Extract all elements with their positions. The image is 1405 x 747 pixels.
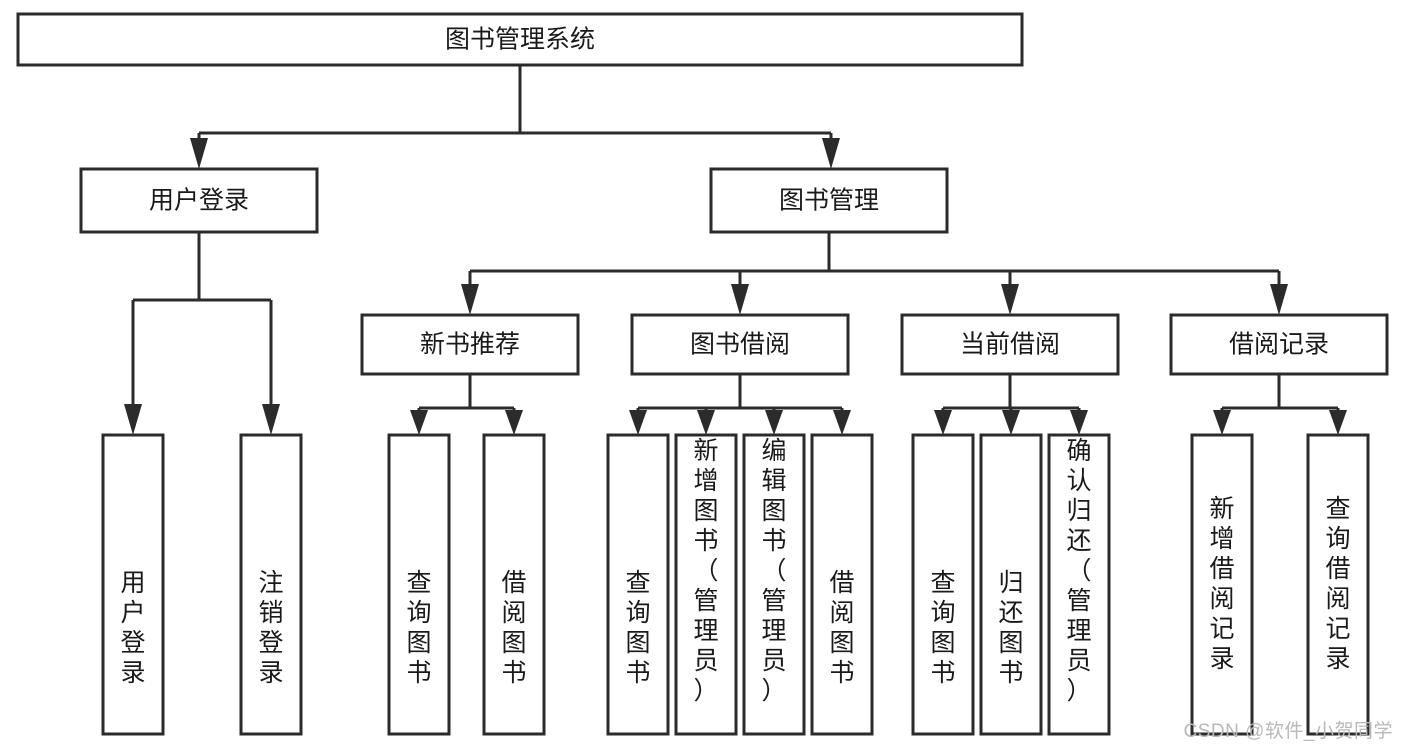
node-book-borrow[interactable]: 图书借阅	[630, 313, 850, 376]
leaf-node-borrow-book-rec[interactable]: 借阅图书	[482, 433, 546, 736]
arrow-head-icon-leaf-borrow-book-b	[833, 410, 851, 435]
leaf-node-borrow-book-borrow-label: 借阅图书	[829, 569, 854, 687]
connector-layer	[124, 65, 1347, 435]
node-user-login[interactable]: 用户登录	[79, 167, 319, 234]
arrow-head-icon-leaf-edit-book	[765, 410, 783, 435]
arrow-head-icon-to-book-borrow	[731, 284, 749, 315]
node-current-borrow[interactable]: 当前借阅	[900, 313, 1120, 376]
leaf-node-edit-book-admin[interactable]: 编辑图书（管理员）	[742, 433, 806, 736]
arrow-head-icon-to-user-login	[190, 138, 208, 169]
arrow-head-icon-to-borrow-record	[1270, 284, 1288, 315]
leaf-node-edit-book-admin-box[interactable]	[742, 433, 806, 736]
leaf-node-borrow-book-borrow-box[interactable]	[810, 433, 874, 736]
node-book-manage-label: 图书管理	[779, 187, 879, 215]
leaf-node-add-borrow-record-label: 新增借阅记录	[1209, 495, 1234, 673]
leaf-node-edit-book-admin-label: 编辑图书（管理员）	[761, 437, 786, 705]
arrow-head-icon-leaf-query-book-b	[629, 410, 647, 435]
leaf-node-borrow-book-borrow[interactable]: 借阅图书	[810, 433, 874, 736]
node-book-borrow-label: 图书借阅	[690, 331, 790, 359]
leaf-node-return-book-box[interactable]	[979, 433, 1043, 736]
arrow-head-icon-leaf-borrow-book-a	[505, 410, 523, 435]
arrow-head-icon-leaf-query-record	[1329, 410, 1347, 435]
arrow-head-icon-to-current-borrow	[1001, 284, 1019, 315]
leaf-node-add-borrow-record-box[interactable]	[1190, 433, 1254, 736]
leaf-node-user-login[interactable]: 用户登录	[101, 433, 165, 736]
leaf-node-user-login-label: 用户登录	[120, 569, 145, 687]
arrow-head-icon-leaf-user-login	[124, 404, 142, 435]
node-book-manage-box[interactable]	[709, 167, 949, 234]
node-current-borrow-box[interactable]	[900, 313, 1120, 376]
node-new-book-recommend[interactable]: 新书推荐	[360, 313, 580, 376]
arrow-head-icon-leaf-query-book-a	[410, 410, 428, 435]
leaf-node-query-book-rec-box[interactable]	[387, 433, 451, 736]
arrow-head-icon-to-new-book-rec	[461, 284, 479, 315]
arrow-head-icon-leaf-confirm-return	[1070, 410, 1088, 435]
node-current-borrow-label: 当前借阅	[960, 331, 1060, 359]
node-borrow-record-box[interactable]	[1169, 313, 1389, 376]
leaf-node-logout-label: 注销登录	[258, 569, 283, 687]
node-root-system[interactable]: 图书管理系统	[16, 12, 1024, 67]
node-new-book-recommend-box[interactable]	[360, 313, 580, 376]
leaf-node-user-login-box[interactable]	[101, 433, 165, 736]
leaf-node-query-book-borrow[interactable]: 查询图书	[606, 433, 670, 736]
leaf-node-query-borrow-record-box[interactable]	[1306, 433, 1370, 736]
arrow-head-icon-leaf-logout	[262, 404, 280, 435]
arrow-head-icon-leaf-add-book	[697, 410, 715, 435]
leaf-node-query-book-current-label: 查询图书	[930, 569, 955, 687]
leaf-node-query-book-rec-label: 查询图书	[406, 569, 431, 687]
arrow-head-icon-leaf-return-book	[1002, 410, 1020, 435]
leaf-node-add-book-admin[interactable]: 新增图书（管理员）	[674, 433, 738, 736]
node-book-manage[interactable]: 图书管理	[709, 167, 949, 234]
arrow-head-icon-leaf-add-record	[1213, 410, 1231, 435]
node-user-login-box[interactable]	[79, 167, 319, 234]
leaf-node-query-book-current[interactable]: 查询图书	[911, 433, 975, 736]
arrow-head-icon-leaf-query-book-c	[934, 410, 952, 435]
leaf-node-logout[interactable]: 注销登录	[239, 433, 303, 736]
leaf-node-borrow-book-rec-label: 借阅图书	[501, 569, 526, 687]
leaf-node-query-book-borrow-box[interactable]	[606, 433, 670, 736]
leaf-node-query-borrow-record[interactable]: 查询借阅记录	[1306, 433, 1370, 736]
node-borrow-record-label: 借阅记录	[1229, 331, 1329, 359]
leaf-node-return-book-label: 归还图书	[998, 569, 1023, 687]
arrow-head-icon-to-book-manage	[822, 138, 840, 169]
node-root-system-box[interactable]	[16, 12, 1024, 67]
leaf-node-logout-box[interactable]	[239, 433, 303, 736]
leaf-node-confirm-return-admin-label: 确认归还（管理员）	[1066, 437, 1091, 705]
csdn-watermark: CSDN @软件_小贺同学	[1183, 721, 1393, 742]
node-user-login-label: 用户登录	[149, 187, 249, 215]
leaf-node-confirm-return-admin[interactable]: 确认归还（管理员）	[1047, 433, 1111, 736]
leaf-node-query-book-current-box[interactable]	[911, 433, 975, 736]
leaf-node-return-book[interactable]: 归还图书	[979, 433, 1043, 736]
node-root-system-label: 图书管理系统	[445, 26, 595, 54]
leaf-node-query-book-rec[interactable]: 查询图书	[387, 433, 451, 736]
leaf-node-confirm-return-admin-box[interactable]	[1047, 433, 1111, 736]
leaf-node-add-borrow-record[interactable]: 新增借阅记录	[1190, 433, 1254, 736]
leaf-node-query-book-borrow-label: 查询图书	[625, 569, 650, 687]
node-book-borrow-box[interactable]	[630, 313, 850, 376]
leaf-node-borrow-book-rec-box[interactable]	[482, 433, 546, 736]
leaf-node-add-book-admin-label: 新增图书（管理员）	[693, 437, 718, 705]
leaf-node-add-book-admin-box[interactable]	[674, 433, 738, 736]
node-borrow-record[interactable]: 借阅记录	[1169, 313, 1389, 376]
node-new-book-recommend-label: 新书推荐	[420, 331, 520, 359]
leaf-node-query-borrow-record-label: 查询借阅记录	[1325, 495, 1350, 673]
